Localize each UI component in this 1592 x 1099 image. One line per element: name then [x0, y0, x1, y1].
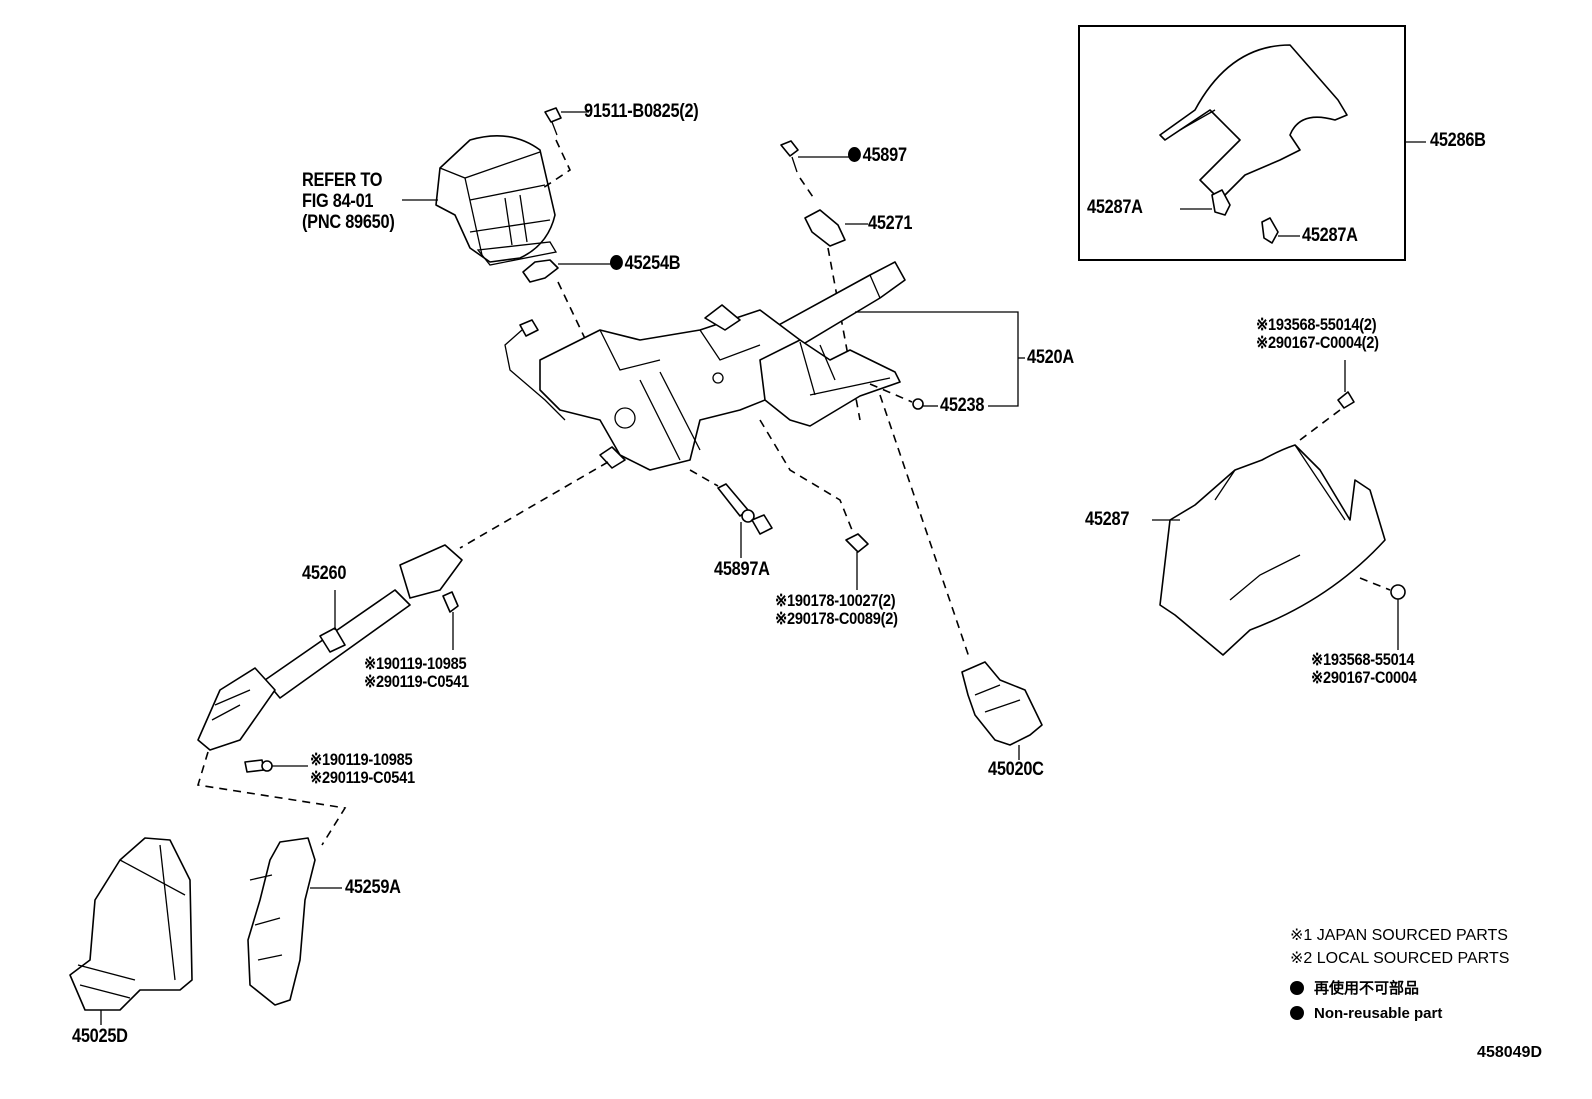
label-45260: 45260 — [302, 563, 347, 584]
upper-cover-45286b — [1159, 44, 1348, 201]
label-45897: 45897 — [848, 146, 907, 166]
lock-housing-part — [435, 134, 558, 266]
label-45025d: 45025D — [72, 1026, 128, 1047]
label-nut-1: ※190178-10027(2) — [775, 591, 896, 610]
bolt-45897 — [780, 140, 850, 201]
label-45020c: 45020C — [988, 759, 1044, 780]
bolt-90119-upper — [442, 591, 459, 650]
non-reusable-dot-icon — [848, 147, 861, 162]
joint-45020c — [961, 661, 1043, 760]
label-screw-bottom: ※193568-55014 ※290167-C0004 — [1311, 651, 1417, 687]
label-45897-text: 45897 — [862, 145, 907, 166]
label-refer-fig: REFER TO FIG 84-01 (PNC 89650) — [302, 170, 395, 233]
dashed-to-nut — [759, 419, 853, 531]
label-bolt-upper-1: ※190119-10985 — [364, 654, 467, 673]
legend-note-local: ※2 LOCAL SOURCED PARTS — [1290, 950, 1510, 967]
label-refer-line1: REFER TO — [302, 170, 383, 191]
cover-45259a — [247, 837, 342, 1006]
label-refer-line2: FIG 84-01 — [302, 191, 374, 212]
label-bolt-91511: 91511-B0825(2) — [584, 101, 699, 122]
clip-45254b — [522, 259, 612, 371]
nut-90178 — [845, 533, 869, 590]
legend-nonreusable-en-text: Non-reusable part — [1314, 1005, 1443, 1022]
label-screw-bottom-1: ※193568-55014 — [1311, 650, 1415, 669]
label-45254b-text: 45254B — [624, 253, 681, 274]
label-screw-bottom-2: ※290167-C0004 — [1311, 668, 1417, 687]
intermediate-shaft-45260 — [196, 461, 609, 846]
legend: ※1 JAPAN SOURCED PARTS ※2 LOCAL SOURCED … — [1290, 924, 1509, 1026]
clip-45287a-1 — [1180, 189, 1231, 216]
label-bolt-lower-1: ※190119-10985 — [310, 750, 413, 769]
figure-id: 458049D — [1477, 1044, 1542, 1061]
label-45287a-1: 45287A — [1087, 197, 1143, 218]
bolt-90119-lower — [244, 759, 308, 773]
label-45271: 45271 — [868, 213, 913, 234]
legend-nonreusable-jp-text: 再使用不可部品 — [1314, 980, 1420, 997]
clip-45287a-2 — [1261, 217, 1300, 244]
label-nut-2: ※290178-C0089(2) — [775, 609, 898, 628]
steering-column-part — [504, 261, 1025, 471]
bolt-45238 — [869, 383, 938, 410]
label-45254b: 45254B — [610, 253, 681, 274]
legend-note-japan: ※1 JAPAN SOURCED PARTS — [1290, 927, 1508, 944]
non-reusable-dot-icon — [610, 255, 623, 270]
label-45287: 45287 — [1085, 509, 1130, 530]
label-bolt-upper-2: ※290119-C0541 — [364, 672, 469, 691]
label-45238: 45238 — [940, 395, 985, 416]
label-45287a-2: 45287A — [1302, 225, 1358, 246]
legend-nonreusable-jp: 再使用不可部品 — [1290, 976, 1509, 1001]
bolt-45897a — [689, 469, 773, 558]
label-45286b: 45286B — [1430, 130, 1486, 151]
label-refer-line3: (PNC 89650) — [302, 212, 395, 233]
label-nut-90178: ※190178-10027(2) ※290178-C0089(2) — [775, 592, 898, 628]
non-reusable-dot-icon — [1290, 1006, 1304, 1020]
label-bolt-lower: ※190119-10985 ※290119-C0541 — [310, 751, 415, 787]
lower-cover-45287 — [1152, 409, 1391, 656]
screw-93568-top — [1337, 360, 1355, 409]
legend-nonreusable-en: Non-reusable part — [1290, 1001, 1509, 1026]
bolt-91511 — [539, 107, 589, 191]
label-45259a: 45259A — [345, 877, 401, 898]
label-45897a: 45897A — [714, 559, 770, 580]
label-screw-top-2: ※290167-C0004(2) — [1256, 333, 1379, 352]
label-screw-top: ※193568-55014(2) ※290167-C0004(2) — [1256, 316, 1379, 352]
label-bolt-lower-2: ※290119-C0541 — [310, 768, 415, 787]
boot-45025d — [69, 837, 193, 1025]
label-bolt-upper: ※190119-10985 ※290119-C0541 — [364, 655, 469, 691]
cover-set-box — [1078, 25, 1406, 261]
label-4520a: 4520A — [1027, 347, 1074, 368]
label-screw-top-1: ※193568-55014(2) — [1256, 315, 1377, 334]
dashed-to-45020c — [879, 394, 971, 661]
screw-93568-bottom — [1390, 584, 1406, 650]
non-reusable-dot-icon — [1290, 981, 1304, 995]
